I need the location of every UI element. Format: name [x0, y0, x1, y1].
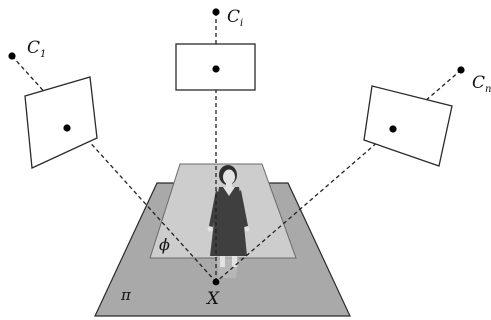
- projection-point-camera-1: [63, 124, 71, 132]
- image-plane-camera-1: [24, 76, 98, 169]
- projection-point-camera-n: [389, 125, 397, 133]
- label-camera-n: Cn: [472, 73, 491, 95]
- label-inner-plane: ϕ: [159, 235, 170, 254]
- camera-center-n: [457, 66, 465, 74]
- camera-center-i: [212, 8, 220, 16]
- label-camera-i: Ci: [227, 7, 243, 29]
- point-x: [212, 278, 220, 286]
- ray-camera-n: [215, 69, 462, 283]
- label-camera-1: C1: [27, 38, 46, 60]
- image-plane-camera-n: [363, 85, 453, 167]
- label-point-x: X: [205, 289, 220, 309]
- projection-point-camera-i: [212, 65, 220, 73]
- label-ground-plane: π: [120, 286, 132, 304]
- person-figure: [207, 165, 250, 278]
- camera-center-1: [8, 52, 16, 60]
